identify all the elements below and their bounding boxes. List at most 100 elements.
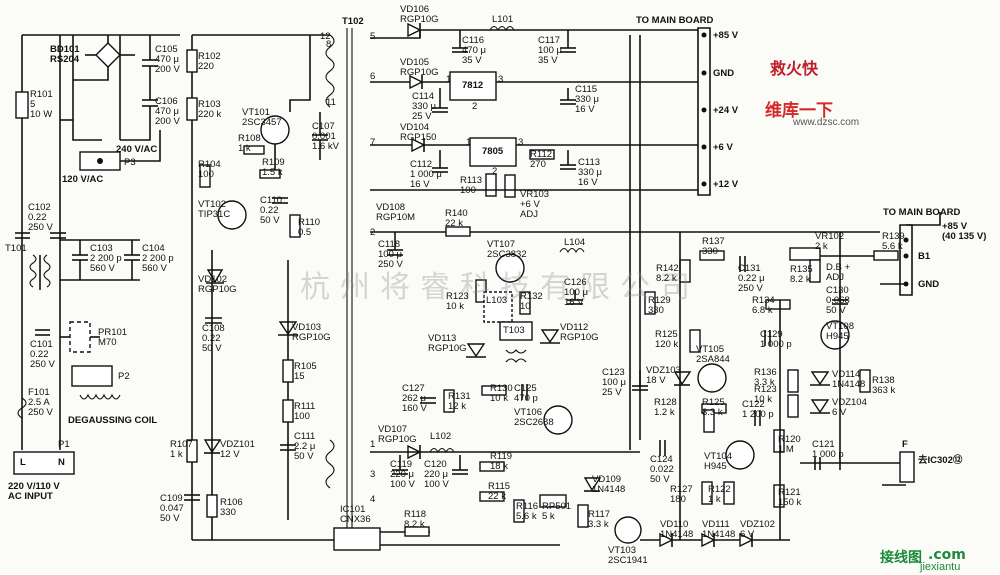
label-c121: C121 1 000 p xyxy=(812,439,844,460)
label-vdz101: VDZ101 12 V xyxy=(220,439,255,460)
label-vd106: VD106 RGP10G xyxy=(400,4,439,25)
label-plus6v: +6 V xyxy=(713,142,733,153)
label-vdz103: VDZ103 18 V xyxy=(646,365,681,386)
label-r117: R117 3.3 k xyxy=(588,509,611,530)
label-p2: P2 xyxy=(118,371,130,382)
label-r138: R138 363 k xyxy=(872,375,896,396)
label-r125: R125 120 k xyxy=(655,329,679,350)
label-c106: C106 470 μ 200 V xyxy=(155,96,180,127)
label-c102: C102 0.22 250 V xyxy=(28,202,53,233)
label-r101: R101 5 10 W xyxy=(30,89,53,120)
label-c109: C109 0.047 50 V xyxy=(160,493,184,524)
label-vd110: VD110 1N4148 xyxy=(660,519,694,540)
label-degaussing-coil: DEGAUSSING COIL xyxy=(68,415,158,426)
pin-7: 7 xyxy=(370,137,376,148)
site-url-top: www.dzsc.com xyxy=(793,117,860,128)
pin-3: 3 xyxy=(370,469,376,480)
site-logo-bottom: 接线图 xyxy=(880,550,922,566)
label-vt108: VT108 H945 xyxy=(826,321,854,342)
label-c129: C129 1 000 p xyxy=(760,329,792,350)
label-t102: T102 xyxy=(342,16,364,27)
label-c101: C101 0.22 250 V xyxy=(30,339,55,370)
label-r123: R123 10 k xyxy=(446,291,469,312)
label-vd103: VD103 RGP10G xyxy=(292,322,331,343)
label-c130: C130 0.068 50 V xyxy=(826,285,850,316)
label-c112: C112 1 000 μ 16 V xyxy=(410,159,442,190)
pin-5: 5 xyxy=(370,31,376,42)
label-vt101: VT101 2SC3457 xyxy=(242,107,282,128)
label-db-adj: D.B + ADJ xyxy=(826,262,851,283)
label-r130: R130 10 k xyxy=(490,383,513,404)
label-vd113: VD113 RGP10G xyxy=(428,333,467,354)
label-c126: C126 100 μ 16 V xyxy=(564,277,588,308)
mains-section xyxy=(13,34,198,540)
pin-4: 4 xyxy=(370,494,376,505)
label-c119: C119 220 μ 100 V xyxy=(390,459,415,490)
label-vd112: VD112 RGP10G xyxy=(560,322,599,343)
label-bd101: BD101 RS204 xyxy=(50,44,80,65)
label-120vac: 120 V/AC xyxy=(62,174,104,185)
label-c124: C124 0.022 50 V xyxy=(650,454,674,485)
label-vd114: VD114 1N4148 xyxy=(832,369,866,390)
label-gnd-1: GND xyxy=(713,68,735,79)
reg-pin-1a: 1 xyxy=(446,74,452,85)
label-c131: C131 0.22 μ 250 V xyxy=(738,263,765,294)
label-r125b: R125 3.3 k xyxy=(702,397,725,418)
label-vd107: VD107 RGP10G xyxy=(378,424,417,445)
label-l102: L102 xyxy=(430,431,452,442)
label-r118: R118 8.2 k xyxy=(404,509,427,530)
label-r110: R110 0.5 xyxy=(298,217,321,238)
label-vd102: VD102 RGP10G xyxy=(198,274,237,295)
label-r137: R137 330 xyxy=(702,236,725,257)
label-l104: L104 xyxy=(564,237,586,248)
label-c116: C116 470 μ 35 V xyxy=(462,35,486,66)
site-logo-main: 维库一下 xyxy=(765,101,833,121)
watermark-text: 杭州将睿科技有限公司 xyxy=(300,270,700,305)
label-p1: P1 xyxy=(58,439,70,450)
pin-1: 1 xyxy=(370,439,376,450)
label-t103: T103 xyxy=(503,325,525,336)
site-url-bottom: jiexiantu xyxy=(920,561,961,573)
label-vd108: VD108 RGP10M xyxy=(376,202,416,223)
label-r119: R119 18 k xyxy=(490,451,513,472)
reg-pin-2b: 2 xyxy=(492,166,498,177)
label-pr101: PR101 M70 xyxy=(98,327,128,348)
label-r109: R109 1.5 k xyxy=(262,157,285,178)
label-c108: C108 0.22 50 V xyxy=(202,323,225,354)
label-c107: C107 0.001 1.6 kV xyxy=(312,121,339,152)
label-vr103: VR103 +6 V ADJ xyxy=(520,189,550,220)
label-c120: C120 220 μ 100 V xyxy=(424,459,449,490)
label-r111: R111 100 xyxy=(294,401,316,422)
pin-6: 6 xyxy=(370,71,376,82)
label-to-main-board-1: TO MAIN BOARD xyxy=(636,15,714,26)
label-7812: 7812 xyxy=(462,80,484,91)
site-logo-bottom-dot: .com xyxy=(928,547,966,563)
label-240vac: 240 V/AC xyxy=(116,144,158,155)
lower-secondary xyxy=(370,226,880,548)
label-r121: R121 150 k xyxy=(778,487,802,508)
reg-pin-3b: 3 xyxy=(518,137,524,148)
label-vt107: VT107 2SC3832 xyxy=(487,239,527,260)
label-vdz104: VDZ104 6 V xyxy=(832,397,867,418)
label-r112: R112 270 xyxy=(530,149,553,170)
label-r123b: R123 10 k xyxy=(754,384,777,405)
label-l103: L103 xyxy=(486,295,508,306)
label-r134: R134 6.8 k xyxy=(752,295,775,316)
label-vd104: VD104 RGP150 xyxy=(400,122,437,143)
label-ac-input: 220 V/110 V AC INPUT xyxy=(8,481,60,502)
reg-pin-1b: 1 xyxy=(466,137,472,148)
label-vt105: VT105 2SA844 xyxy=(696,344,730,365)
pin-2: 2 xyxy=(370,227,376,238)
label-r102: R102 220 xyxy=(198,51,221,72)
secondary-outputs xyxy=(370,22,711,450)
label-r108: R108 1 k xyxy=(238,133,261,154)
label-vdz102: VDZ102 6 V xyxy=(740,519,775,540)
label-r107: R107 1 k xyxy=(170,439,193,460)
label-plus24v: +24 V xyxy=(713,105,739,116)
label-r132: R132 10 xyxy=(520,291,543,312)
label-r106: R106 330 xyxy=(220,497,243,518)
label-r127: R127 180 xyxy=(670,484,693,505)
label-r122: R122 1 k xyxy=(708,484,731,505)
label-t101: T101 xyxy=(5,243,27,254)
label-c117: C117 100 μ 35 V xyxy=(538,35,562,66)
